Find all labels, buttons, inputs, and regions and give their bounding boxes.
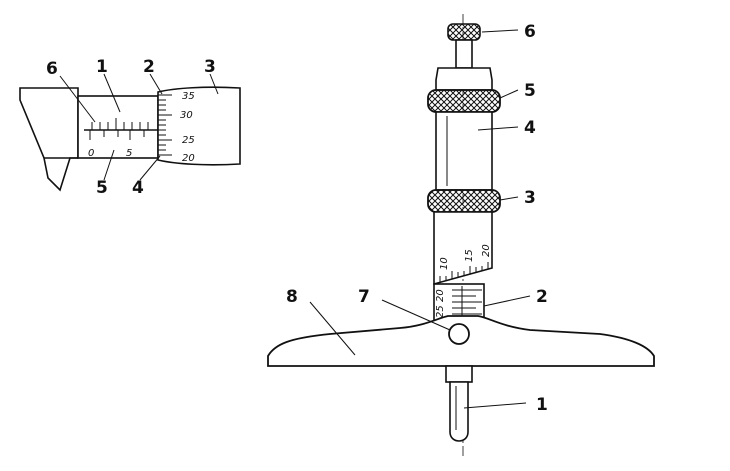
lock-screw <box>448 323 470 345</box>
left-label-2: 2 <box>143 57 155 77</box>
knurled-ring-lower <box>427 189 501 213</box>
right-label-1: 1 <box>536 395 548 415</box>
frame-block <box>19 87 79 192</box>
right-label-5: 5 <box>524 81 536 101</box>
main-thimble-scale-20: 20 <box>481 244 492 257</box>
right-label-4: 4 <box>524 118 536 138</box>
right-label-3: 3 <box>524 188 536 208</box>
thimble <box>157 86 241 166</box>
main-sleeve-scale-20: 20 <box>435 289 446 302</box>
thimble-scale-20: 20 <box>182 153 195 164</box>
left-label-3: 3 <box>204 57 216 77</box>
sleeve-lower-ticks <box>89 130 145 140</box>
top-collar <box>435 67 493 91</box>
thimble-edge-ticks <box>439 262 489 282</box>
right-label-7: 7 <box>358 287 370 307</box>
sleeve-scale-0: 0 <box>88 148 94 159</box>
thimble-scale-35: 35 <box>182 91 195 102</box>
thimble-scale-25: 25 <box>182 135 195 146</box>
right-main-figure: 10 15 20 25 20 <box>267 14 655 458</box>
right-leader-lines <box>309 29 531 409</box>
ratchet-stem <box>455 39 473 69</box>
main-thimble-scale-10: 10 <box>439 257 450 270</box>
right-label-2: 2 <box>536 287 548 307</box>
left-detail-figure: 0 5 35 30 25 20 <box>19 57 241 198</box>
measuring-rod <box>449 381 469 442</box>
thimble-main <box>433 211 493 286</box>
spindle-collar <box>445 365 473 383</box>
left-label-1: 1 <box>96 57 108 77</box>
right-label-8: 8 <box>286 287 298 307</box>
sleeve-upper-ticks <box>91 118 149 130</box>
sleeve-main-ticks <box>452 286 482 318</box>
ratchet-cap <box>447 23 481 41</box>
extension-rod-body <box>435 111 493 191</box>
left-label-6: 6 <box>46 59 58 79</box>
thimble-graduations <box>158 94 172 156</box>
main-thimble-scale-15: 15 <box>464 249 475 262</box>
thimble-scale-30: 30 <box>180 110 193 121</box>
main-sleeve-scale-25: 25 <box>435 305 446 318</box>
sleeve-scale-5: 5 <box>126 148 132 159</box>
left-label-5: 5 <box>96 178 108 198</box>
left-leader-lines <box>59 73 219 181</box>
right-label-6: 6 <box>524 22 536 42</box>
knurled-ring-upper <box>427 89 501 113</box>
left-label-4: 4 <box>132 178 144 198</box>
